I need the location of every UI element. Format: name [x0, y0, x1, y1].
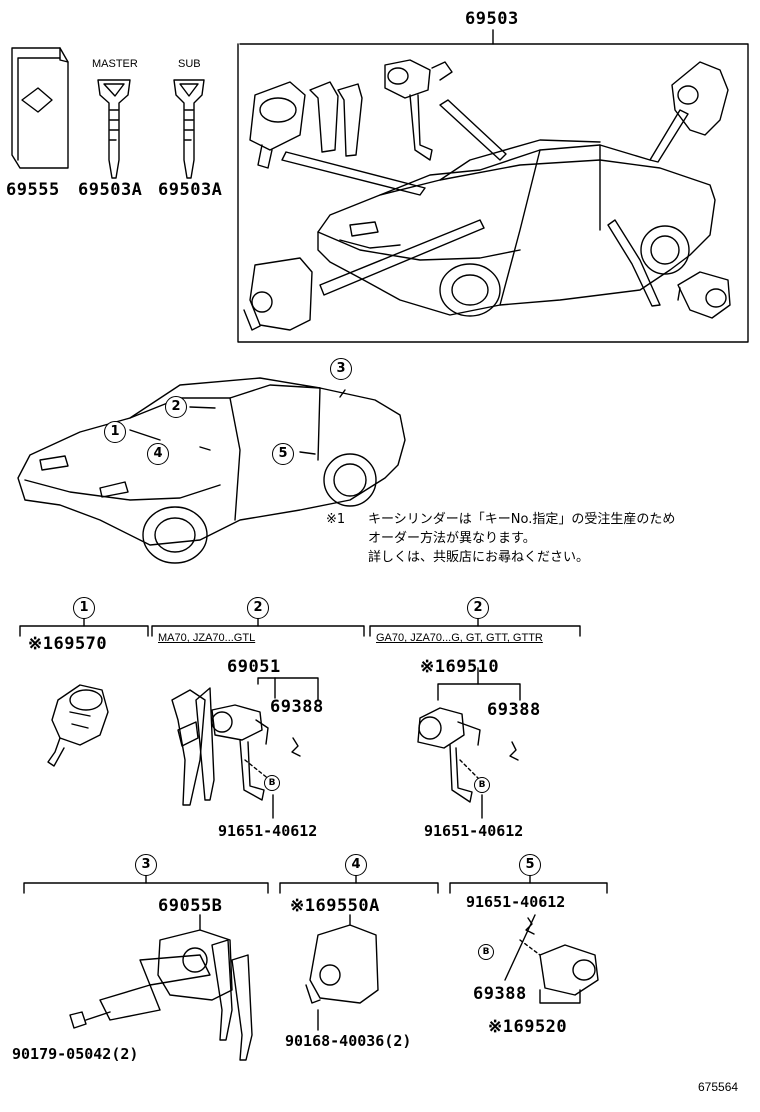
part-number-s5-bolt[interactable]: 91651-40612 [466, 893, 566, 911]
section-2b-number: 2 [467, 597, 489, 619]
arrow-ribbon-1 [281, 151, 426, 196]
callout-1[interactable]: 1 [104, 421, 126, 443]
key-wallet-drawing [11, 47, 69, 169]
illustration-code: 675564 [698, 1080, 739, 1094]
part-number-sub-key[interactable]: 69503A [158, 180, 223, 200]
sub-key-drawing [173, 79, 205, 179]
part-number-key-wallet[interactable]: 69555 [6, 180, 60, 200]
callout-2[interactable]: 2 [165, 396, 187, 418]
hatch-lock-3 [69, 914, 253, 1061]
note-line-2: オーダー方法が異なります。 [368, 531, 536, 546]
bracket-4 [279, 882, 439, 894]
assembly-bracket [237, 43, 749, 343]
glovebox-lock-4 [305, 914, 379, 1031]
part-number-s4-screw[interactable]: 90168-40036(2) [285, 1032, 412, 1050]
bracket-2b [369, 625, 581, 637]
sub-label: SUB [178, 58, 201, 70]
fuel-cylinder-top [677, 271, 731, 319]
top-car-drawing [317, 139, 716, 317]
section-3-number: 3 [135, 854, 157, 876]
note-line-1: キーシリンダーは「キーNo.指定」の受注生産のため [368, 512, 676, 527]
arrow-ribbon-3 [439, 99, 507, 161]
note-line-3: 詳しくは、共販店にお尋ねください。 [368, 550, 590, 565]
bolt-mark-s5: B [478, 944, 494, 960]
door-cylinder-2a [171, 677, 319, 819]
ignition-cylinder-1 [47, 684, 109, 767]
bracket-3 [23, 882, 269, 894]
hatch-cylinder-top [671, 61, 729, 136]
master-label: MASTER [92, 58, 138, 70]
part-number-s1[interactable]: ※169570 [28, 634, 108, 654]
arrow-ribbon-2 [319, 219, 485, 296]
arrow-ribbon-5 [649, 109, 689, 163]
part-number-s2b-clip[interactable]: 69388 [487, 700, 541, 720]
glovebox-lock-top [243, 257, 313, 331]
section-4-number: 4 [345, 854, 367, 876]
part-number-s5-main[interactable]: ※169520 [488, 1017, 568, 1037]
part-number-s2a-bolt[interactable]: 91651-40612 [218, 822, 318, 840]
part-number-s2a-clip[interactable]: 69388 [270, 697, 324, 717]
ignition-cylinder-top [249, 81, 363, 169]
callout-3[interactable]: 3 [330, 358, 352, 380]
part-number-s3-main[interactable]: 69055B [158, 896, 223, 916]
callout-5[interactable]: 5 [272, 443, 294, 465]
section-5-number: 5 [519, 854, 541, 876]
assembly-number: 69503 [465, 9, 519, 29]
part-number-master-key[interactable]: 69503A [78, 180, 143, 200]
bolt-mark-s2a: B [264, 775, 280, 791]
callout-4[interactable]: 4 [147, 443, 169, 465]
part-number-s5-clip[interactable]: 69388 [473, 984, 527, 1004]
door-cylinder-top [384, 59, 453, 161]
condition-2b: GA70, JZA70...G, GT, GTT, GTTR [376, 632, 543, 644]
bolt-mark-s2b: B [474, 777, 490, 793]
part-number-s3-screw[interactable]: 90179-05042(2) [12, 1045, 139, 1063]
section-1-number: 1 [73, 597, 95, 619]
note-mark: ※1 [326, 512, 346, 527]
section-2a-number: 2 [247, 597, 269, 619]
part-number-s2b-bolt[interactable]: 91651-40612 [424, 822, 524, 840]
master-key-drawing [97, 79, 131, 179]
door-cylinder-2b [417, 667, 521, 819]
part-number-s4-main[interactable]: ※169550A [290, 896, 380, 916]
fuel-cylinder-5 [504, 914, 599, 1004]
arrow-ribbon-4 [607, 219, 661, 307]
condition-2a: MA70, JZA70...GTL [158, 632, 256, 644]
part-number-s2b-main[interactable]: ※169510 [420, 657, 500, 677]
locator-car-drawing [17, 377, 406, 564]
bracket-5 [449, 882, 608, 894]
part-number-s2a-main[interactable]: 69051 [227, 657, 281, 677]
